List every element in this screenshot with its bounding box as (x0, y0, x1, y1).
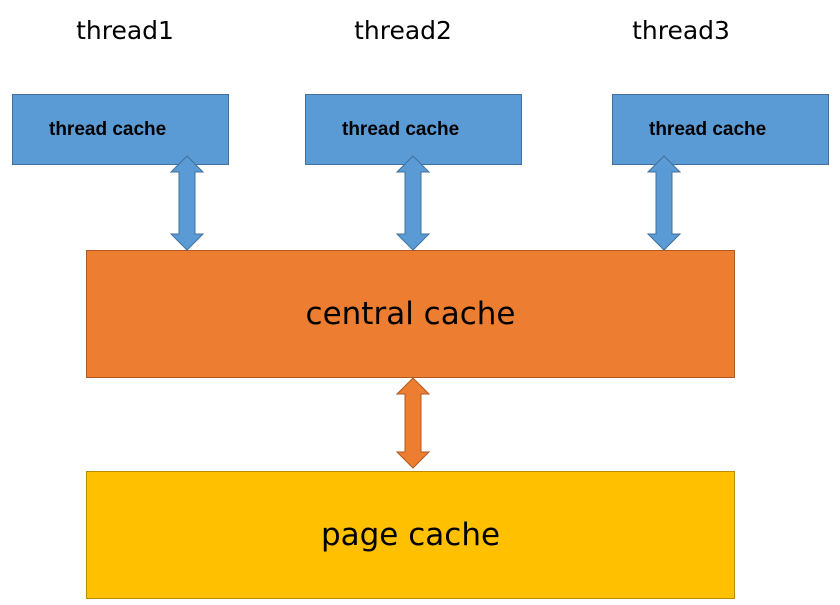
page-cache-box: page cache (86, 471, 735, 599)
thread-cache-label-3: thread cache (649, 118, 767, 140)
thread-cache-label-1: thread cache (49, 118, 167, 140)
double-arrow-thread2-central (395, 155, 431, 251)
thread-cache-box-2: thread cache (305, 94, 522, 165)
double-arrow-thread3-central (646, 155, 682, 251)
page-cache-label: page cache (320, 517, 501, 553)
thread-cache-box-1: thread cache (12, 94, 229, 165)
thread-label-1: thread1 (76, 16, 174, 45)
central-cache-box: central cache (86, 250, 735, 378)
double-arrow-central-page (395, 377, 431, 469)
central-cache-label: central cache (305, 296, 516, 332)
thread-cache-label-2: thread cache (342, 118, 460, 140)
thread-label-2: thread2 (354, 16, 452, 45)
thread-cache-box-3: thread cache (612, 94, 829, 165)
thread-label-3: thread3 (632, 16, 730, 45)
double-arrow-thread1-central (169, 155, 205, 251)
